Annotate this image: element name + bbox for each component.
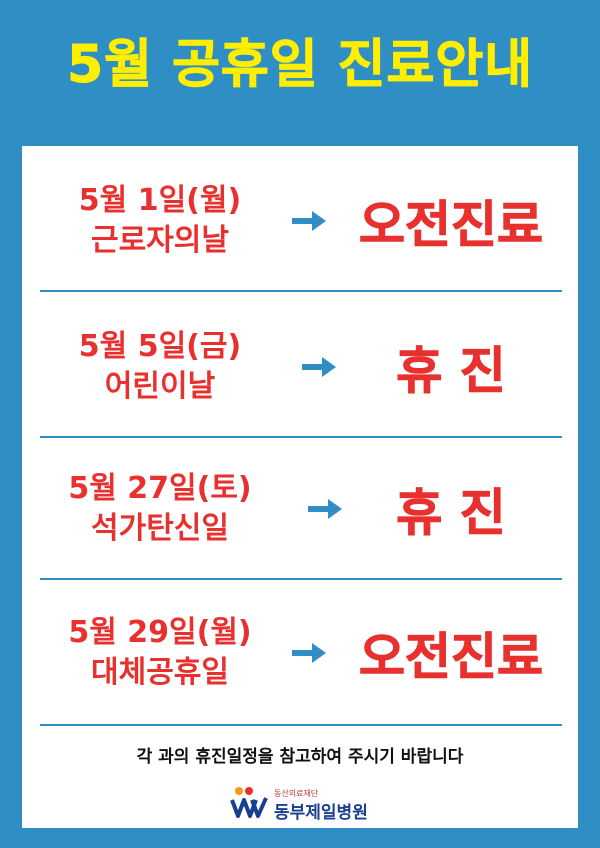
divider — [40, 436, 562, 438]
arrow-right-icon — [302, 357, 336, 377]
holiday-date: 5월 27일(토) — [68, 471, 252, 506]
schedule-row: 5월 5일(금) 어린이날 휴 진 — [40, 296, 562, 438]
holiday-info: 5월 1일(월) 근로자의날 — [40, 150, 280, 292]
holiday-name: 석가탄신일 — [91, 511, 229, 546]
page-title: 5월 공휴일 진료안내 — [66, 35, 534, 96]
clinic-status: 휴 진 — [396, 342, 506, 401]
schedule-row: 5월 1일(월) 근로자의날 오전진료 — [40, 150, 562, 292]
clinic-status: 휴 진 — [396, 484, 506, 543]
arrow-right-icon — [292, 643, 326, 663]
holiday-info: 5월 29일(월) 대체공휴일 — [40, 582, 280, 724]
holiday-name: 대체공휴일 — [91, 655, 229, 690]
divider — [40, 578, 562, 580]
logo-subtitle: 동산의료재단 — [274, 789, 319, 798]
divider — [40, 724, 562, 726]
divider — [40, 290, 562, 292]
schedule-row: 5월 29일(월) 대체공휴일 오전진료 — [40, 582, 562, 724]
holiday-info: 5월 27일(토) 석가탄신일 — [40, 438, 280, 580]
holiday-name: 어린이날 — [104, 369, 216, 404]
holiday-date: 5월 5일(금) — [78, 329, 242, 364]
holiday-date: 5월 1일(월) — [78, 183, 242, 218]
holiday-date: 5월 29일(월) — [68, 615, 252, 650]
holiday-name: 근로자의날 — [91, 223, 229, 258]
arrow-right-icon — [292, 211, 326, 231]
clinic-status: 오전진료 — [359, 628, 544, 687]
holiday-info: 5월 5일(금) 어린이날 — [40, 296, 280, 438]
schedule-card: 5월 1일(월) 근로자의날 오전진료 5월 5일(금) 어린이날 휴 진 5월… — [22, 146, 578, 828]
arrow-right-icon — [308, 499, 342, 519]
hospital-logo: 동산의료재단 동부제일병원 — [230, 786, 390, 823]
hospital-logo-icon — [230, 787, 268, 818]
clinic-status: 오전진료 — [359, 196, 544, 255]
schedule-row: 5월 27일(토) 석가탄신일 휴 진 — [40, 438, 562, 580]
notice-text: 각 과의 휴진일정을 참고하여 주시기 바랍니다 — [136, 747, 464, 767]
logo-name: 동부제일병원 — [274, 803, 368, 823]
